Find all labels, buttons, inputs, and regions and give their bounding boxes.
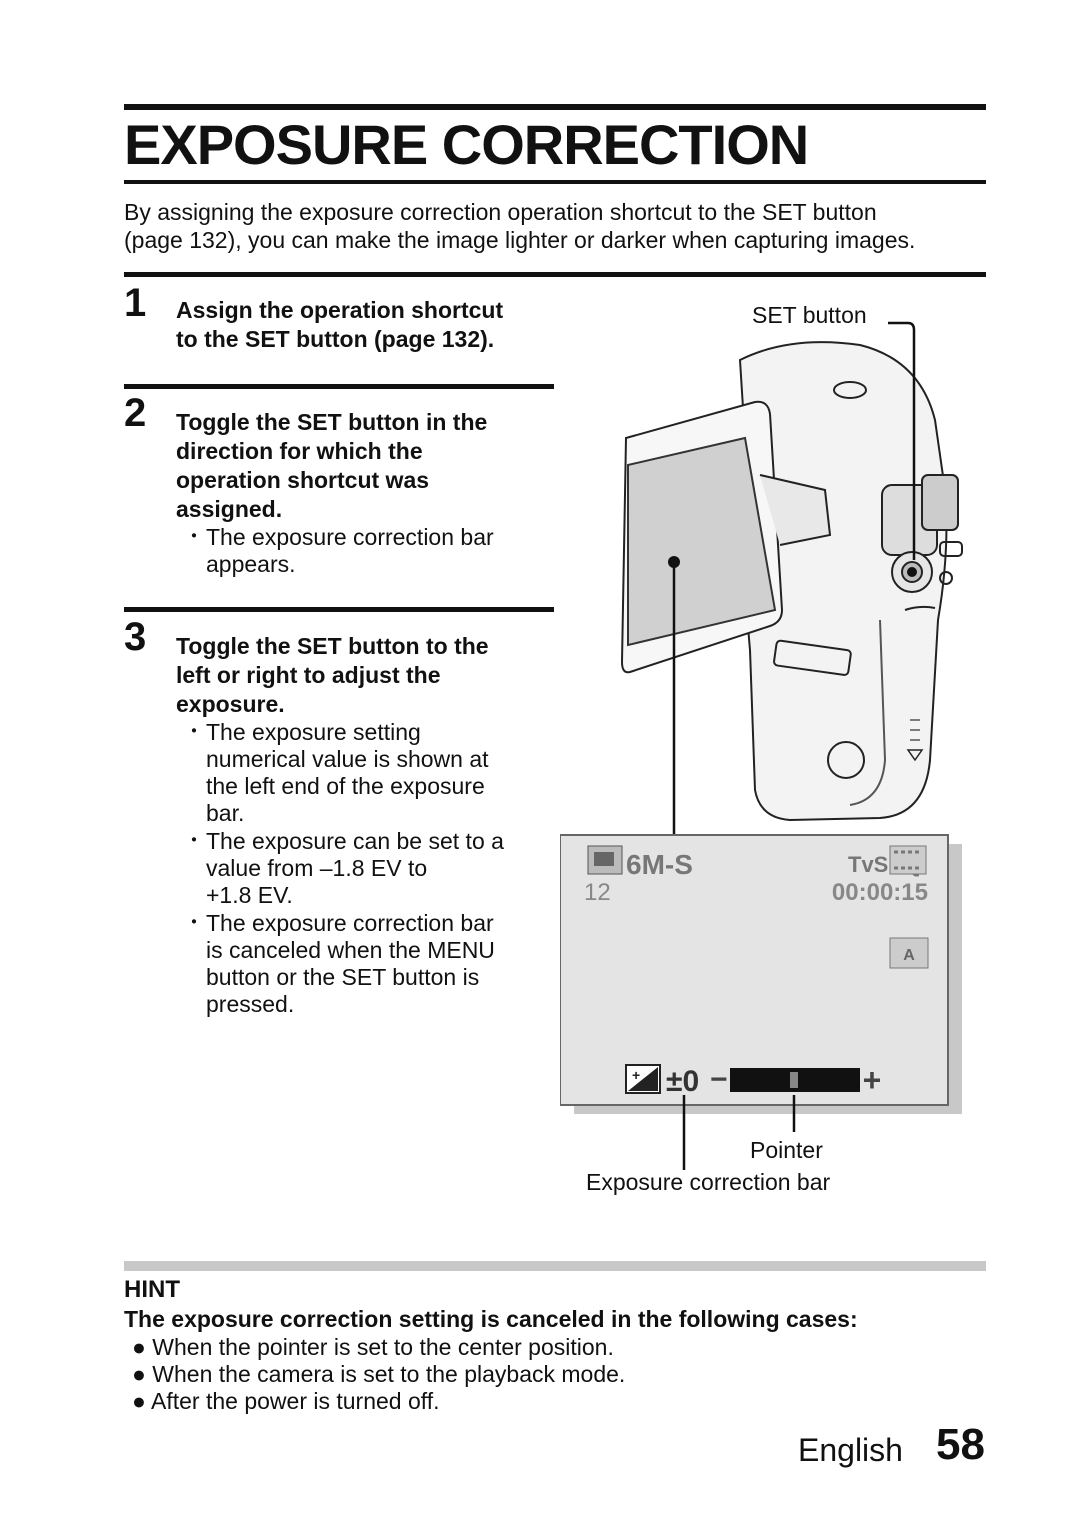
hint-lead: The exposure correction setting is cance… [124, 1306, 858, 1332]
minus-sign: − [710, 1063, 728, 1096]
bullet-dot-icon: ・ [184, 526, 204, 548]
step-3-bullet-cont: bar. [206, 800, 245, 826]
plus-sign: + [863, 1062, 882, 1098]
step-2-bullet: ・The exposure correction bar [184, 524, 494, 550]
lcd-screen [560, 834, 949, 1106]
footer-language: English [798, 1432, 903, 1468]
step-3-rule [124, 607, 554, 612]
bullet-dot-icon: ・ [184, 912, 204, 934]
step-2-heading-line: direction for which the [176, 438, 423, 464]
step-3-heading-line: exposure. [176, 691, 285, 717]
exposure-bar-label: Exposure correction bar [586, 1169, 831, 1195]
bullet-icon: ● [132, 1334, 153, 1360]
film-strip-icon [889, 845, 927, 875]
stabilizer-icon: A [889, 937, 929, 969]
hint-item: ● When the camera is set to the playback… [132, 1361, 626, 1387]
step-2-rule [124, 384, 554, 389]
bullet-dot-icon: ・ [184, 721, 204, 743]
step-3-bullet-cont: the left end of the exposure [206, 773, 485, 799]
pointer-label: Pointer [750, 1137, 823, 1163]
title-rule-bottom [124, 180, 986, 184]
bullet-icon: ● [132, 1361, 153, 1387]
record-mode-icon [587, 845, 623, 875]
intro-line-1: By assigning the exposure correction ope… [124, 199, 877, 225]
step-2-heading-line: assigned. [176, 496, 283, 522]
step-2-heading-line: operation shortcut was [176, 467, 430, 493]
step-1-heading-line: Assign the operation shortcut [176, 297, 504, 323]
page-title: EXPOSURE CORRECTION [124, 113, 809, 176]
step-1-number: 1 [124, 281, 147, 325]
svg-text:A: A [903, 947, 915, 964]
step-3-bullet-cont: +1.8 EV. [206, 882, 293, 908]
step-3-heading-line: left or right to adjust the [176, 662, 441, 688]
step-2-heading-line: Toggle the SET button in the [176, 409, 488, 435]
title-rule-top [124, 104, 986, 110]
remaining-shots: 12 [584, 879, 611, 906]
set-button-leader-line [888, 321, 916, 560]
svg-text:+: + [632, 1067, 640, 1083]
hint-divider [124, 1261, 986, 1271]
step-2-number: 2 [124, 391, 147, 435]
step-3-bullet: ・The exposure setting [184, 719, 421, 745]
step-3-bullet-cont: pressed. [206, 991, 295, 1017]
record-time: 00:00:15 [832, 879, 928, 906]
bullet-icon: ● [132, 1388, 152, 1414]
exposure-pointer [790, 1072, 798, 1088]
lcd-dot [668, 556, 680, 568]
bullet-dot-icon: ・ [184, 830, 204, 852]
page-number: 58 [936, 1420, 985, 1469]
exposure-icon: + [625, 1064, 661, 1094]
exposure-value: ±0 [666, 1065, 699, 1098]
step-3-bullet-cont: numerical value is shown at [206, 746, 489, 772]
set-button-label: SET button [752, 302, 867, 328]
camera-diagram: 6M-S TvSHQ 12 00:00:15 A + ±0 − + [560, 321, 963, 1170]
step-3-bullet-cont: is canceled when the MENU [206, 937, 495, 963]
resolution-indicator: 6M-S [626, 849, 693, 880]
step-3-bullet-cont: value from –1.8 EV to [206, 855, 428, 881]
hint-title: HINT [124, 1276, 180, 1303]
set-button-dot [907, 567, 917, 577]
intro-rule [124, 272, 986, 277]
step-3-bullet-cont: button or the SET button is [206, 964, 480, 990]
intro-line-2: (page 132), you can make the image light… [124, 227, 916, 253]
step-3-heading-line: Toggle the SET button to the [176, 633, 489, 659]
step-3-number: 3 [124, 615, 147, 659]
step-2-bullet-cont: appears. [206, 551, 296, 577]
hint-item: ● When the pointer is set to the center … [132, 1334, 614, 1360]
step-3-bullet: ・The exposure correction bar [184, 910, 494, 936]
hint-item: ● After the power is turned off. [132, 1388, 440, 1414]
step-1-heading-line: to the SET button (page 132). [176, 326, 495, 352]
camera-illustration [620, 341, 963, 822]
step-3-bullet: ・The exposure can be set to a [184, 828, 504, 854]
